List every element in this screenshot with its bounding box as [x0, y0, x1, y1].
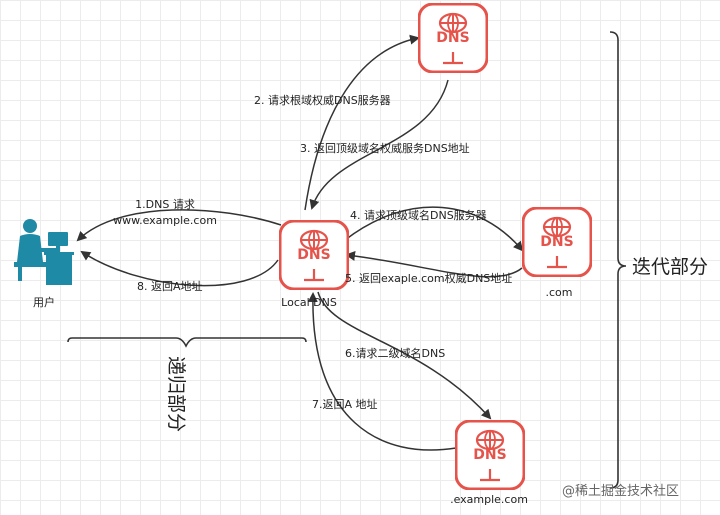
- watermark: @稀土掘金技术社区: [562, 483, 679, 499]
- edge-4-arrow: [344, 206, 524, 252]
- edge-1-label-line1: 1.DNS 请求: [135, 198, 195, 211]
- example-dns-icon: DNS: [455, 420, 525, 490]
- edge-2-label: 2. 请求根域权威DNS服务器: [254, 93, 391, 107]
- edge-6-label: 6.请求二级域名DNS: [345, 346, 445, 360]
- edge-3-label: 3. 返回顶级域名权威服务DNS地址: [300, 141, 470, 155]
- edge-1-label-line2: www.example.com: [113, 214, 217, 227]
- com-dns-icon-text: DNS: [540, 234, 573, 250]
- edge-5-arrow: [345, 250, 523, 278]
- edge-4-label: 4. 请求顶级域名DNS服务器: [350, 208, 487, 222]
- root-dns-icon: DNS: [418, 3, 488, 73]
- local-dns-label: Local DNS: [281, 296, 337, 309]
- edge-7-arrow: [307, 292, 457, 451]
- edge-8-label: 8. 返回A地址: [137, 279, 203, 293]
- user-label: 用户: [33, 295, 55, 309]
- user-icon: [14, 219, 74, 285]
- example-dns-label: .example.com: [450, 493, 528, 506]
- edge-2-arrow: [304, 34, 420, 211]
- com-dns-label: .com: [546, 286, 573, 299]
- edge-6-arrow: [317, 291, 492, 420]
- edge-5-label: 5. 返回exaple.com权威DNS地址: [345, 271, 512, 285]
- com-dns-icon: DNS: [522, 207, 592, 277]
- local-dns-icon: DNS: [279, 220, 349, 290]
- recursive-section-label: 递归部分: [165, 356, 187, 432]
- local-dns-icon-text: DNS: [297, 247, 330, 263]
- edge-8-arrow: [80, 250, 279, 287]
- iterative-brace: [609, 31, 627, 489]
- edge-7-label: 7.返回A 地址: [312, 397, 378, 411]
- recursive-brace: [67, 337, 307, 348]
- iterative-section-label: 迭代部分: [632, 256, 708, 278]
- edge-1-arrow: [76, 209, 282, 242]
- example-dns-icon-text: DNS: [473, 447, 506, 463]
- root-dns-icon-text: DNS: [436, 30, 469, 46]
- edge-3-arrow: [309, 79, 449, 210]
